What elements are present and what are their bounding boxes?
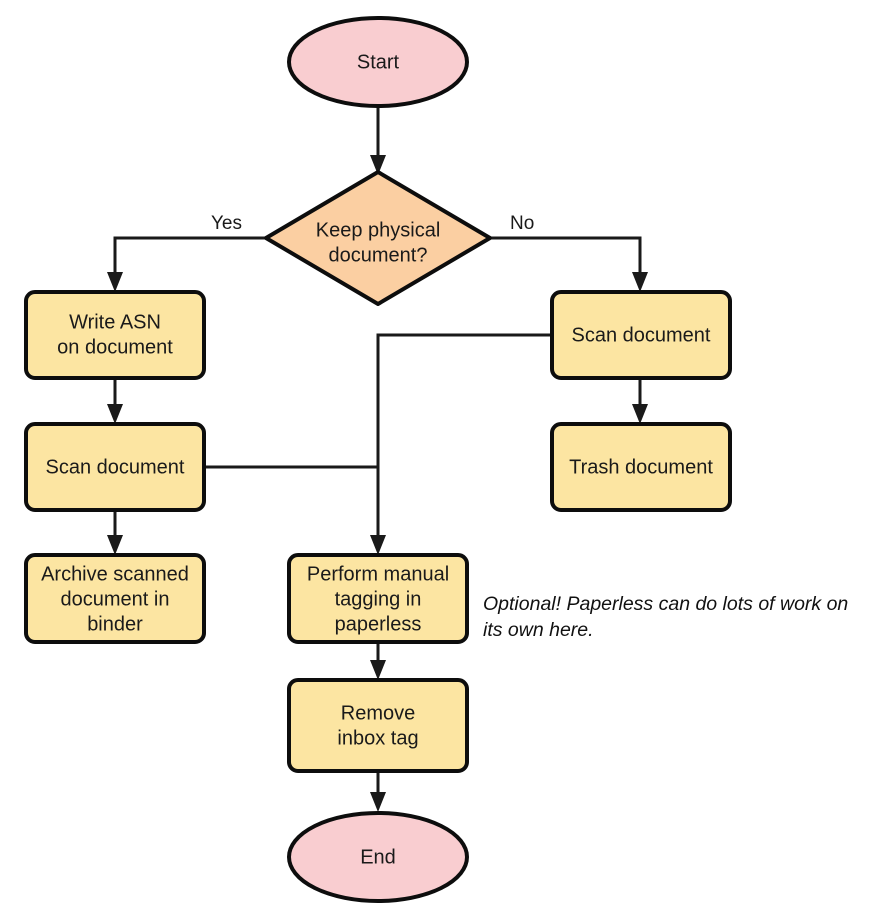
node-tagging-label-line1: Perform manual: [307, 563, 449, 585]
node-archive-scanned-document[interactable]: Archive scanned document in binder: [24, 553, 206, 644]
edge-label-no: No: [510, 213, 534, 234]
node-archive-label-line2: document in: [61, 588, 170, 610]
node-scan-document-right-label: Scan document: [572, 324, 711, 346]
node-start-label: Start: [357, 51, 400, 73]
annotation-line1: Optional! Paperless can do lots of work …: [483, 593, 848, 615]
node-trash-document-label: Trash document: [569, 456, 713, 478]
node-write-asn-on-document[interactable]: Write ASN on document: [24, 290, 206, 380]
node-archive-label-line3: binder: [87, 613, 143, 635]
edge-decision-yes-to-write-asn: [107, 236, 265, 292]
edge-tagging-to-remove-inbox: [370, 642, 386, 680]
node-end-label: End: [360, 846, 396, 868]
edge-remove-inbox-to-end: [370, 771, 386, 812]
node-scan-document-left-label: Scan document: [46, 456, 185, 478]
node-write-asn-label-line1: Write ASN: [69, 311, 161, 333]
node-end[interactable]: End: [287, 811, 469, 903]
edge-decision-no-to-scan-right: [490, 236, 648, 292]
edge-start-to-decision: [370, 104, 386, 175]
node-start[interactable]: Start: [287, 16, 469, 108]
edge-write-asn-to-scan-left: [107, 379, 123, 424]
node-scan-document-left[interactable]: Scan document: [24, 422, 206, 512]
node-trash-document[interactable]: Trash document: [550, 422, 732, 512]
edge-scan-right-to-tagging: [370, 333, 552, 555]
node-decision-label-line2: document?: [329, 244, 428, 266]
node-tagging-label-line3: paperless: [335, 613, 422, 635]
node-remove-inbox-label-line1: Remove: [341, 702, 415, 724]
node-remove-inbox-tag[interactable]: Remove inbox tag: [287, 678, 469, 773]
edge-scan-left-to-archive: [107, 511, 123, 555]
node-decision-label-line1: Keep physical: [316, 219, 441, 241]
node-archive-label-line1: Archive scanned: [41, 563, 189, 585]
node-perform-manual-tagging[interactable]: Perform manual tagging in paperless: [287, 553, 469, 644]
annotation-line2: its own here.: [483, 619, 594, 641]
node-remove-inbox-label-line2: inbox tag: [337, 727, 418, 749]
annotation-optional-note: Optional! Paperless can do lots of work …: [483, 593, 848, 641]
edge-label-yes: Yes: [211, 213, 242, 234]
node-write-asn-label-line2: on document: [57, 336, 173, 358]
node-decision-keep-physical-document[interactable]: Keep physical document?: [264, 170, 492, 306]
node-scan-document-right[interactable]: Scan document: [550, 290, 732, 380]
node-tagging-label-line2: tagging in: [335, 588, 422, 610]
edge-scan-right-to-trash: [632, 379, 648, 424]
